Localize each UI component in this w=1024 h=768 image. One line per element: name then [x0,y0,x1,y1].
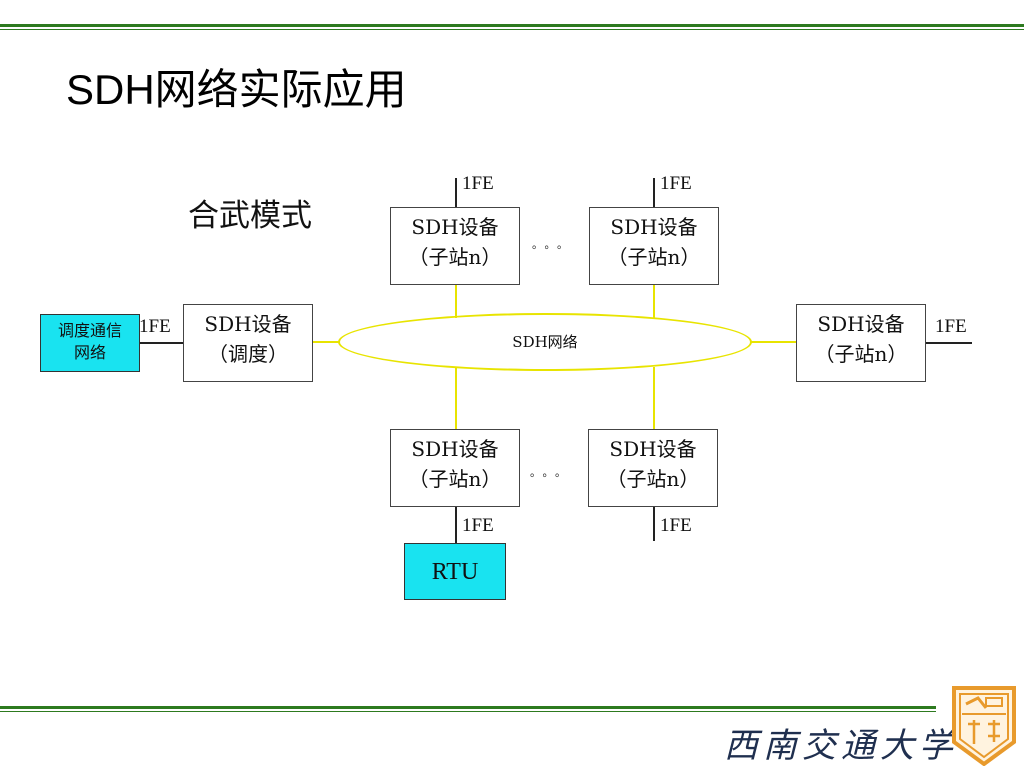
device-name: SDH设备 [411,437,499,461]
fe-label-bottom-left: 1FE [462,515,494,536]
device-name: SDH设备 [609,437,697,461]
diagram-subtitle: 合武模式 [188,198,312,234]
sdh-substation-bottom-right: SDH设备 （子站n） [588,429,718,507]
fe-label-top-right: 1FE [660,173,692,194]
device-role: （子站n） [607,245,701,269]
sdh-network-ellipse [338,313,752,371]
bottom-rule [0,706,936,709]
sdh-substation-top-left: SDH设备 （子站n） [390,207,520,285]
sdh-substation-right: SDH设备 （子站n） [796,304,926,382]
network-link-right [750,341,797,343]
sdh-substation-bottom-left: SDH设备 （子站n） [390,429,520,507]
network-link-top-left [455,284,457,318]
device-role: （子站n） [408,245,502,269]
fe-link-top-right [653,178,655,208]
device-name: SDH设备 [817,312,905,336]
fe-label-bottom-right: 1FE [660,515,692,536]
device-role: （子站n） [606,467,700,491]
ellipsis-top: 。。。 [532,238,575,251]
device-role: （调度） [208,342,288,366]
device-role: （子站n） [408,467,502,491]
dispatch-comm-network-box: 调度通信 网络 [40,314,140,372]
network-link-top-right [653,284,655,318]
comm-network-line2: 网络 [73,343,106,362]
device-name: SDH设备 [610,215,698,239]
device-role: （子站n） [814,342,908,366]
fe-link-top-left [455,178,457,208]
fe-link-dispatch [140,342,184,344]
fe-link-right [924,342,972,344]
university-logo-icon [952,686,1016,766]
school-name: 西南交通大学 [724,726,958,766]
slide-title: SDH网络实际应用 [66,66,407,113]
fe-link-bottom-left [455,507,457,543]
top-rule-thin [0,29,1024,30]
sdh-substation-top-right: SDH设备 （子站n） [589,207,719,285]
network-link-bottom-right [653,367,655,429]
fe-label-dispatch: 1FE [139,316,171,337]
ellipsis-bottom: 。。。 [530,466,573,479]
sdh-dispatch-box: SDH设备 （调度） [183,304,313,382]
fe-link-bottom-right [653,507,655,541]
network-link-bottom-left [455,367,457,429]
fe-label-right: 1FE [935,316,967,337]
bottom-rule-thin [0,711,936,712]
sdh-network-label: SDH网络 [512,333,578,351]
top-rule [0,24,1024,27]
device-name: SDH设备 [411,215,499,239]
fe-label-top-left: 1FE [462,173,494,194]
comm-network-line1: 调度通信 [57,321,122,340]
rtu-box: RTU [404,543,506,600]
network-link-dispatch [313,341,340,343]
device-name: SDH设备 [204,312,292,336]
